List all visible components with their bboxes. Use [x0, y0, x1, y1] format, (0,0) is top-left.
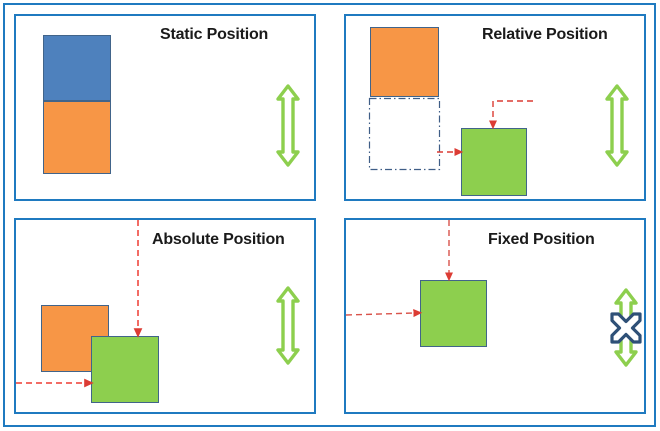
quadrant-title-relative: Relative Position — [482, 26, 608, 43]
static-blue-box — [43, 35, 111, 101]
quadrant-static-position — [14, 14, 316, 201]
relative-orange-box — [370, 27, 439, 97]
quadrant-title-fixed: Fixed Position — [488, 231, 595, 248]
outer-frame — [3, 3, 656, 427]
static-orange-box — [43, 101, 111, 174]
quadrant-absolute-position — [14, 218, 316, 414]
quadrant-title-static: Static Position — [160, 26, 269, 43]
quadrant-relative-position — [344, 14, 646, 201]
quadrant-title-absolute: Absolute Position — [152, 231, 285, 248]
relative-green-box — [461, 128, 527, 196]
absolute-green-box — [91, 336, 159, 403]
fixed-green-box — [420, 280, 487, 347]
quadrant-fixed-position — [344, 218, 646, 414]
